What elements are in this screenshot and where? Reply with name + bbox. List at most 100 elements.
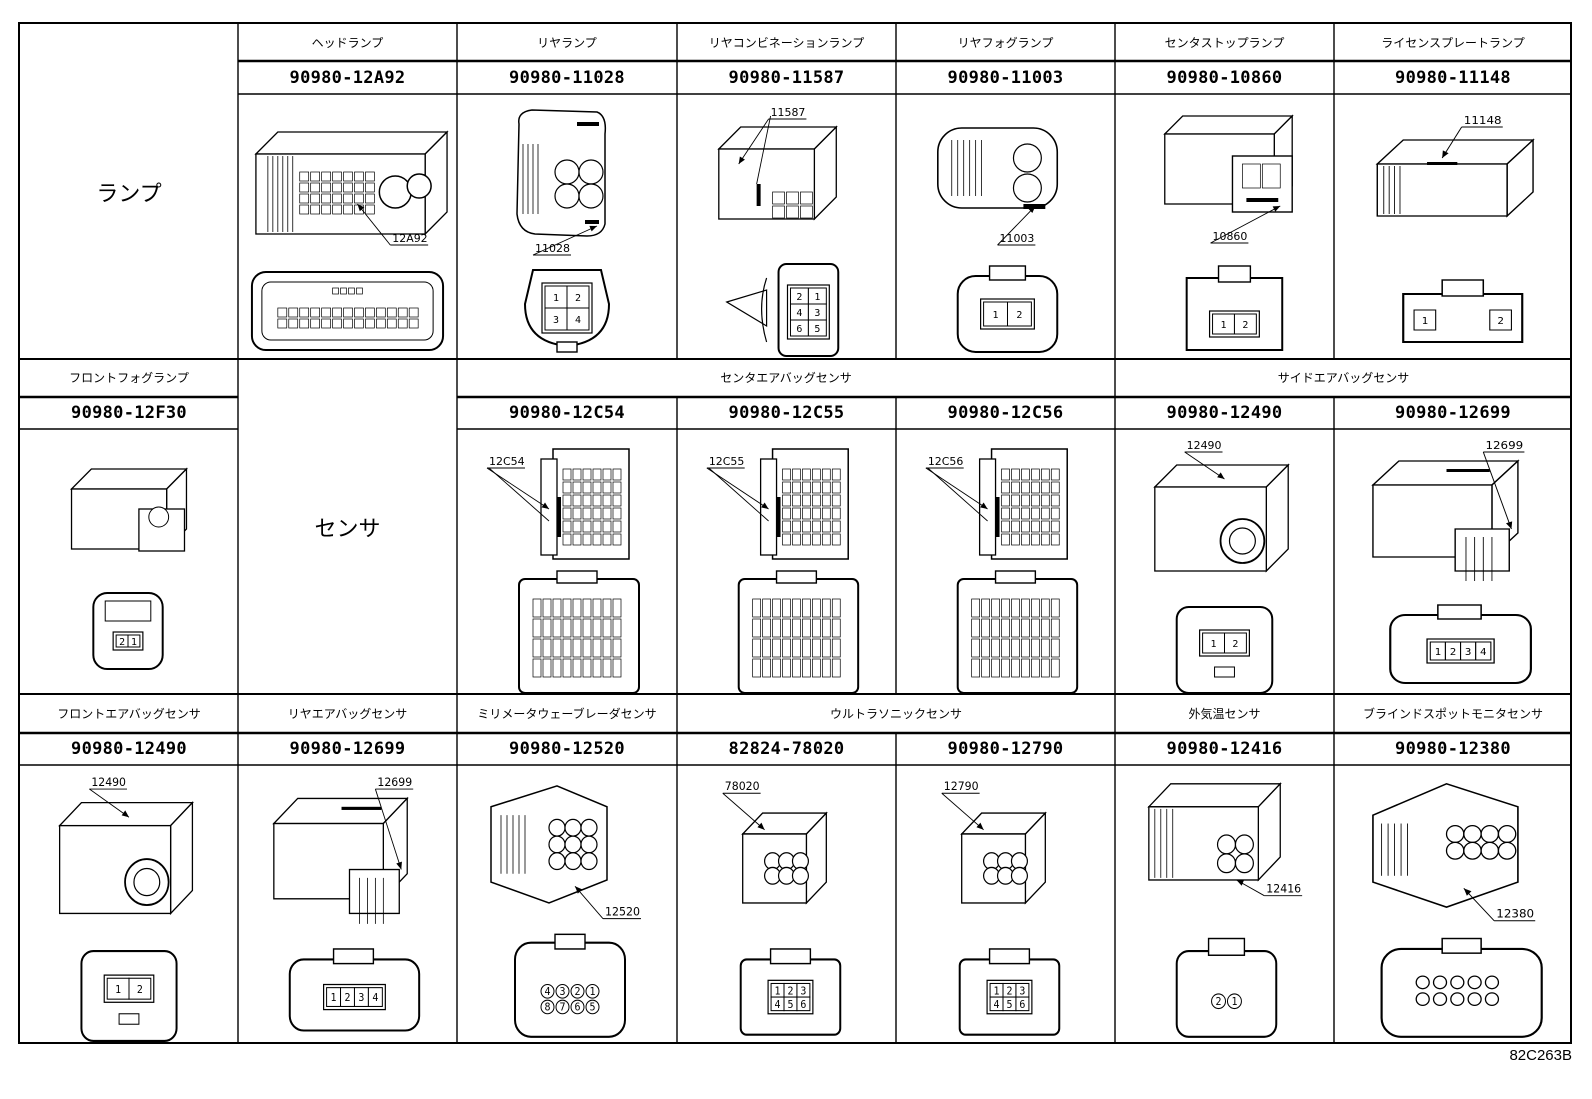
part-number-headlamp: 90980-12A92 bbox=[289, 67, 406, 88]
part-number-rear-airbag-sensor: 90980-12699 bbox=[289, 739, 406, 759]
part-callout-label: 12699 bbox=[1485, 438, 1523, 451]
connector-name-center-stop-lamp: センタストップランプ bbox=[1164, 35, 1285, 50]
part-number-ambient-temp-sensor: 90980-12416 bbox=[1166, 739, 1283, 759]
pin-number: 1 bbox=[115, 985, 121, 996]
part-number-side-airbag-2: 90980-12699 bbox=[1395, 403, 1511, 423]
pin-number: 1 bbox=[775, 986, 781, 997]
pin-number: 4 bbox=[775, 1000, 781, 1011]
part-callout-label: 12416 bbox=[1266, 882, 1301, 895]
pin-number: 1 bbox=[1221, 320, 1227, 331]
part-number-center-airbag-3: 90980-12C56 bbox=[947, 403, 1064, 423]
pin-number: 2 bbox=[575, 293, 581, 304]
connector-name-front-fog-lamp: フロントフォグランプ bbox=[69, 371, 189, 385]
connector-illustration: 11003 1 2 bbox=[937, 127, 1059, 353]
part-number-rear-combination-lamp: 90980-11587 bbox=[728, 67, 845, 88]
pin-number: 7 bbox=[559, 1002, 565, 1013]
pin-number: 2 bbox=[119, 637, 125, 648]
part-callout-label: 12699 bbox=[377, 776, 412, 789]
part-number-front-fog-lamp: 90980-12F30 bbox=[71, 403, 187, 423]
pin-number: 1 bbox=[994, 986, 1000, 997]
pin-number: 5 bbox=[787, 1000, 793, 1011]
pin-number: 2 bbox=[1242, 320, 1248, 331]
pin-number: 2 bbox=[345, 993, 351, 1004]
connector-illustration: 12A92 bbox=[250, 130, 449, 351]
pin-number: 2 bbox=[1016, 310, 1022, 321]
group-header-center-airbag-sensor: センタエアバッグセンサ bbox=[720, 371, 852, 385]
connector-name-rear-combination-lamp: リヤコンビネーションランプ bbox=[708, 35, 865, 50]
pin-number: 1 bbox=[553, 293, 559, 304]
pin-number: 4 bbox=[994, 1000, 1000, 1011]
connector-illustration: 11148 1 2 bbox=[1375, 113, 1535, 343]
part-number-side-airbag-1: 90980-12490 bbox=[1166, 403, 1283, 423]
part-number-ultrasonic-1: 82824-78020 bbox=[728, 739, 845, 759]
part-number-blind-spot-monitor-sensor: 90980-12380 bbox=[1395, 739, 1511, 759]
pin-number: 1 bbox=[131, 637, 137, 648]
connector-drawing-center-airbag-1: 12C54 bbox=[457, 429, 677, 694]
connector-name-rear-airbag-sensor: リヤエアバッグセンサ bbox=[287, 706, 408, 721]
connector-drawing-front-airbag-sensor: 12490 1 2 bbox=[20, 765, 238, 1042]
pin-number: 4 bbox=[796, 308, 802, 319]
part-number-license-plate-lamp: 90980-11148 bbox=[1395, 67, 1511, 88]
pin-number: 1 bbox=[589, 987, 595, 998]
part-callout-label: 12790 bbox=[944, 780, 979, 793]
pin-number: 1 bbox=[1211, 639, 1217, 650]
connector-name-mmwave-radar-sensor: ミリメータウェーブレーダセンサ bbox=[477, 706, 657, 721]
connector-illustration: 12490 1 2 bbox=[58, 776, 194, 1042]
pin-number: 1 bbox=[993, 310, 999, 321]
pin-number: 6 bbox=[574, 1002, 580, 1013]
pin-number: 2 bbox=[1006, 986, 1012, 997]
connector-name-rear-lamp: リヤランプ bbox=[537, 35, 597, 50]
connector-drawing-license-plate-lamp: 11148 1 2 bbox=[1334, 94, 1572, 359]
group-header-ultrasonic-sensor: ウルトラソニックセンサ bbox=[829, 706, 962, 721]
part-callout-label: 11028 bbox=[535, 242, 570, 255]
part-number-front-airbag-sensor: 90980-12490 bbox=[71, 739, 187, 759]
pin-number: 2 bbox=[1497, 315, 1504, 327]
connector-illustration: 12C54 bbox=[486, 448, 640, 694]
part-number-mmwave-radar-sensor: 90980-12520 bbox=[509, 739, 625, 759]
pin-number: 2 bbox=[1216, 997, 1222, 1008]
pin-number: 8 bbox=[544, 1002, 550, 1013]
connector-name-license-plate-lamp: ライセンスプレートランプ bbox=[1381, 35, 1525, 50]
pin-number: 5 bbox=[589, 1002, 595, 1013]
pin-number: 3 bbox=[559, 987, 565, 998]
connector-illustration: 12C55 bbox=[706, 448, 860, 694]
pin-number: 4 bbox=[372, 993, 378, 1004]
part-number-rear-lamp: 90980-11028 bbox=[509, 67, 625, 88]
connector-drawing-rear-fog-lamp: 11003 1 2 bbox=[896, 94, 1115, 359]
part-callout-label: 12520 bbox=[605, 905, 640, 918]
part-callout-label: 11003 bbox=[1000, 232, 1035, 245]
pin-number: 3 bbox=[358, 993, 364, 1004]
pin-number: 3 bbox=[1019, 986, 1025, 997]
connector-name-ambient-temp-sensor: 外気温センサ bbox=[1188, 706, 1261, 721]
pin-number: 5 bbox=[1006, 1000, 1012, 1011]
row-title-sensor: センサ bbox=[314, 516, 381, 542]
part-callout-label: 12490 bbox=[91, 776, 126, 789]
part-number-ultrasonic-2: 90980-12790 bbox=[947, 739, 1064, 759]
pin-number: 1 bbox=[331, 993, 337, 1004]
pin-number: 1 bbox=[1422, 315, 1429, 327]
part-callout-label: 11148 bbox=[1464, 113, 1502, 126]
pin-number: 6 bbox=[800, 1000, 806, 1011]
connector-drawing-center-airbag-3: 12C56 bbox=[896, 429, 1115, 694]
connector-drawing-blind-spot-monitor-sensor: 12380 bbox=[1334, 765, 1572, 1042]
pin-number: 2 bbox=[1232, 639, 1238, 650]
pin-number: 2 bbox=[137, 985, 143, 996]
pin-number: 4 bbox=[575, 315, 581, 326]
